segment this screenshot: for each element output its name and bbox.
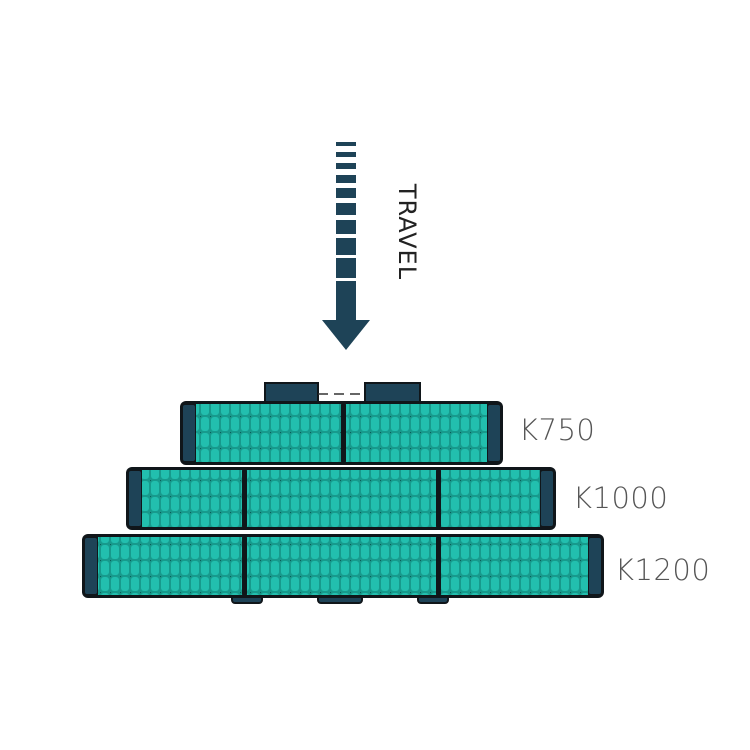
tier-label-k1200: K1200 xyxy=(615,553,711,587)
tier-label-k750: K750 xyxy=(519,413,596,447)
tier-divider xyxy=(436,536,441,596)
tier-divider xyxy=(242,469,247,528)
end-cap xyxy=(589,538,601,594)
top-block xyxy=(364,382,421,404)
top-block xyxy=(264,382,319,404)
tier-cells xyxy=(98,537,588,595)
travel-arrow-icon xyxy=(322,142,370,350)
tier-label-k1000: K1000 xyxy=(573,481,669,515)
end-cap xyxy=(85,538,97,594)
end-cap xyxy=(488,405,500,461)
travel-label: TRAVEL xyxy=(393,183,421,281)
tier-cells xyxy=(142,470,540,527)
end-cap xyxy=(183,405,195,461)
end-cap xyxy=(129,471,141,526)
tier-divider xyxy=(436,469,441,528)
tier-divider xyxy=(341,403,346,463)
end-cap xyxy=(541,471,553,526)
tier-divider xyxy=(242,536,247,596)
